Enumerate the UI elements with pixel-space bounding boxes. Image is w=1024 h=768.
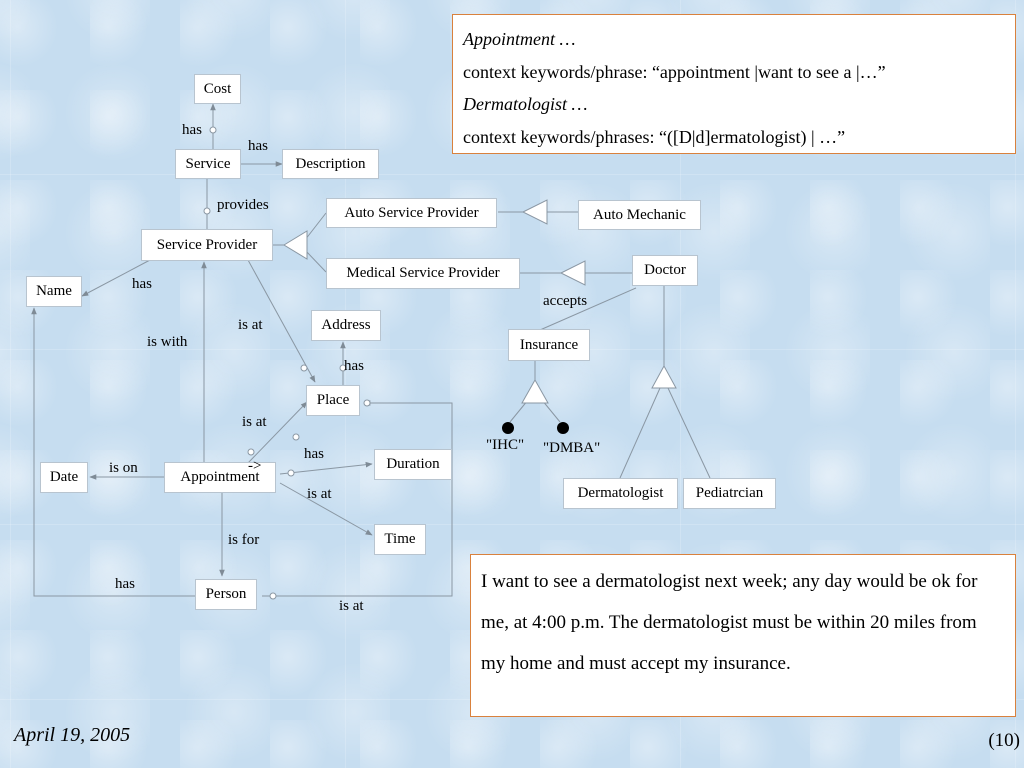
- gen-triangle-medical-service-provider: [559, 260, 586, 286]
- edge-gen-derm: [619, 387, 661, 479]
- edge-gen-dmba: [541, 399, 561, 423]
- node-pediatrician: Pediatrcian: [683, 478, 776, 509]
- footer-date: April 19, 2005: [14, 724, 131, 746]
- edge-app-place: [247, 401, 308, 464]
- edge-app-time: [279, 482, 373, 536]
- node-service: Service: [175, 149, 241, 179]
- callout-dermatologist-keywords: context keywords/phrases: “([D|d]ermatol…: [463, 126, 846, 147]
- label-provides: provides: [217, 197, 269, 213]
- label-is-with: is with: [147, 334, 188, 350]
- node-cost: Cost: [194, 74, 241, 104]
- opt-circle-app-place2: [292, 433, 300, 441]
- gen-triangle-insurance: [521, 378, 549, 404]
- label-cost-has: has: [182, 122, 202, 138]
- callout-dermatologist-heading: Dermatologist …: [463, 94, 588, 114]
- node-dermatologist: Dermatologist: [563, 478, 678, 509]
- instance-label-dmba: "DMBA": [543, 440, 601, 456]
- node-appointment: Appointment: [164, 462, 276, 493]
- node-name: Name: [26, 276, 82, 307]
- edge-provider-name: [81, 259, 151, 297]
- opt-circle-provides: [203, 207, 211, 215]
- opt-circle-duration: [287, 469, 295, 477]
- callout-appointment-heading: Appointment …: [463, 29, 576, 49]
- edge-doctor-insurance: [539, 287, 637, 331]
- gen-triangle-doctor: [651, 364, 677, 389]
- callout-appointment-keywords: context keywords/phrase: “appointment |w…: [463, 61, 886, 82]
- opt-circle-person-place: [269, 592, 277, 600]
- main-object-marker: ->: [248, 458, 262, 474]
- context-keywords-callout: Appointment … context keywords/phrase: “…: [452, 14, 1016, 154]
- edge-gen-ped: [667, 387, 711, 479]
- node-place: Place: [306, 385, 360, 416]
- label-is-at-sp: is at: [238, 317, 263, 333]
- opt-circle-app-place: [247, 448, 255, 456]
- edge-msp-gen: [304, 249, 327, 273]
- node-person: Person: [195, 579, 257, 610]
- node-auto-service-provider: Auto Service Provider: [326, 198, 497, 228]
- request-text: I want to see a dermatologist next week;…: [481, 571, 978, 674]
- node-duration: Duration: [374, 449, 452, 480]
- edge-sp-place: [247, 259, 316, 383]
- opt-circle-place-right: [363, 399, 371, 407]
- label-accepts: accepts: [543, 293, 588, 309]
- instance-label-ihc: "IHC": [486, 437, 525, 453]
- edge-app-duration: [279, 461, 373, 475]
- page-number: (10): [988, 730, 1020, 751]
- node-service-provider: Service Provider: [141, 229, 273, 261]
- opt-circle-cost: [209, 126, 217, 134]
- instance-dot-dmba: [557, 422, 569, 434]
- label-is-on: is on: [109, 460, 138, 476]
- label-time-is-at: is at: [307, 486, 332, 502]
- opt-circle-sp-place: [300, 364, 308, 372]
- gen-triangle-auto-service-provider: [521, 199, 548, 225]
- edge-asp-gen: [304, 212, 327, 241]
- node-description: Description: [282, 149, 379, 179]
- node-doctor: Doctor: [632, 255, 698, 286]
- gen-triangle-service-provider: [283, 230, 308, 260]
- label-is-at-appointment: is at: [242, 414, 267, 430]
- opt-circle-address: [339, 364, 347, 372]
- node-date: Date: [40, 462, 88, 493]
- node-medical-service-provider: Medical Service Provider: [326, 258, 520, 289]
- label-person-is-at: is at: [339, 598, 364, 614]
- label-address-has: has: [344, 358, 364, 374]
- label-person-has: has: [115, 576, 135, 592]
- node-auto-mechanic: Auto Mechanic: [578, 200, 701, 230]
- request-text-callout: I want to see a dermatologist next week;…: [470, 554, 1016, 717]
- edge-person-place: [262, 400, 453, 597]
- edge-gen-ihc: [509, 399, 529, 423]
- instance-dot-ihc: [502, 422, 514, 434]
- label-description-has: has: [248, 138, 268, 154]
- label-duration-has: has: [304, 446, 324, 462]
- node-address: Address: [311, 310, 381, 341]
- edge-person-name: [31, 307, 195, 597]
- node-time: Time: [374, 524, 426, 555]
- label-name-has: has: [132, 276, 152, 292]
- label-is-for: is for: [228, 532, 260, 548]
- node-insurance: Insurance: [508, 329, 590, 361]
